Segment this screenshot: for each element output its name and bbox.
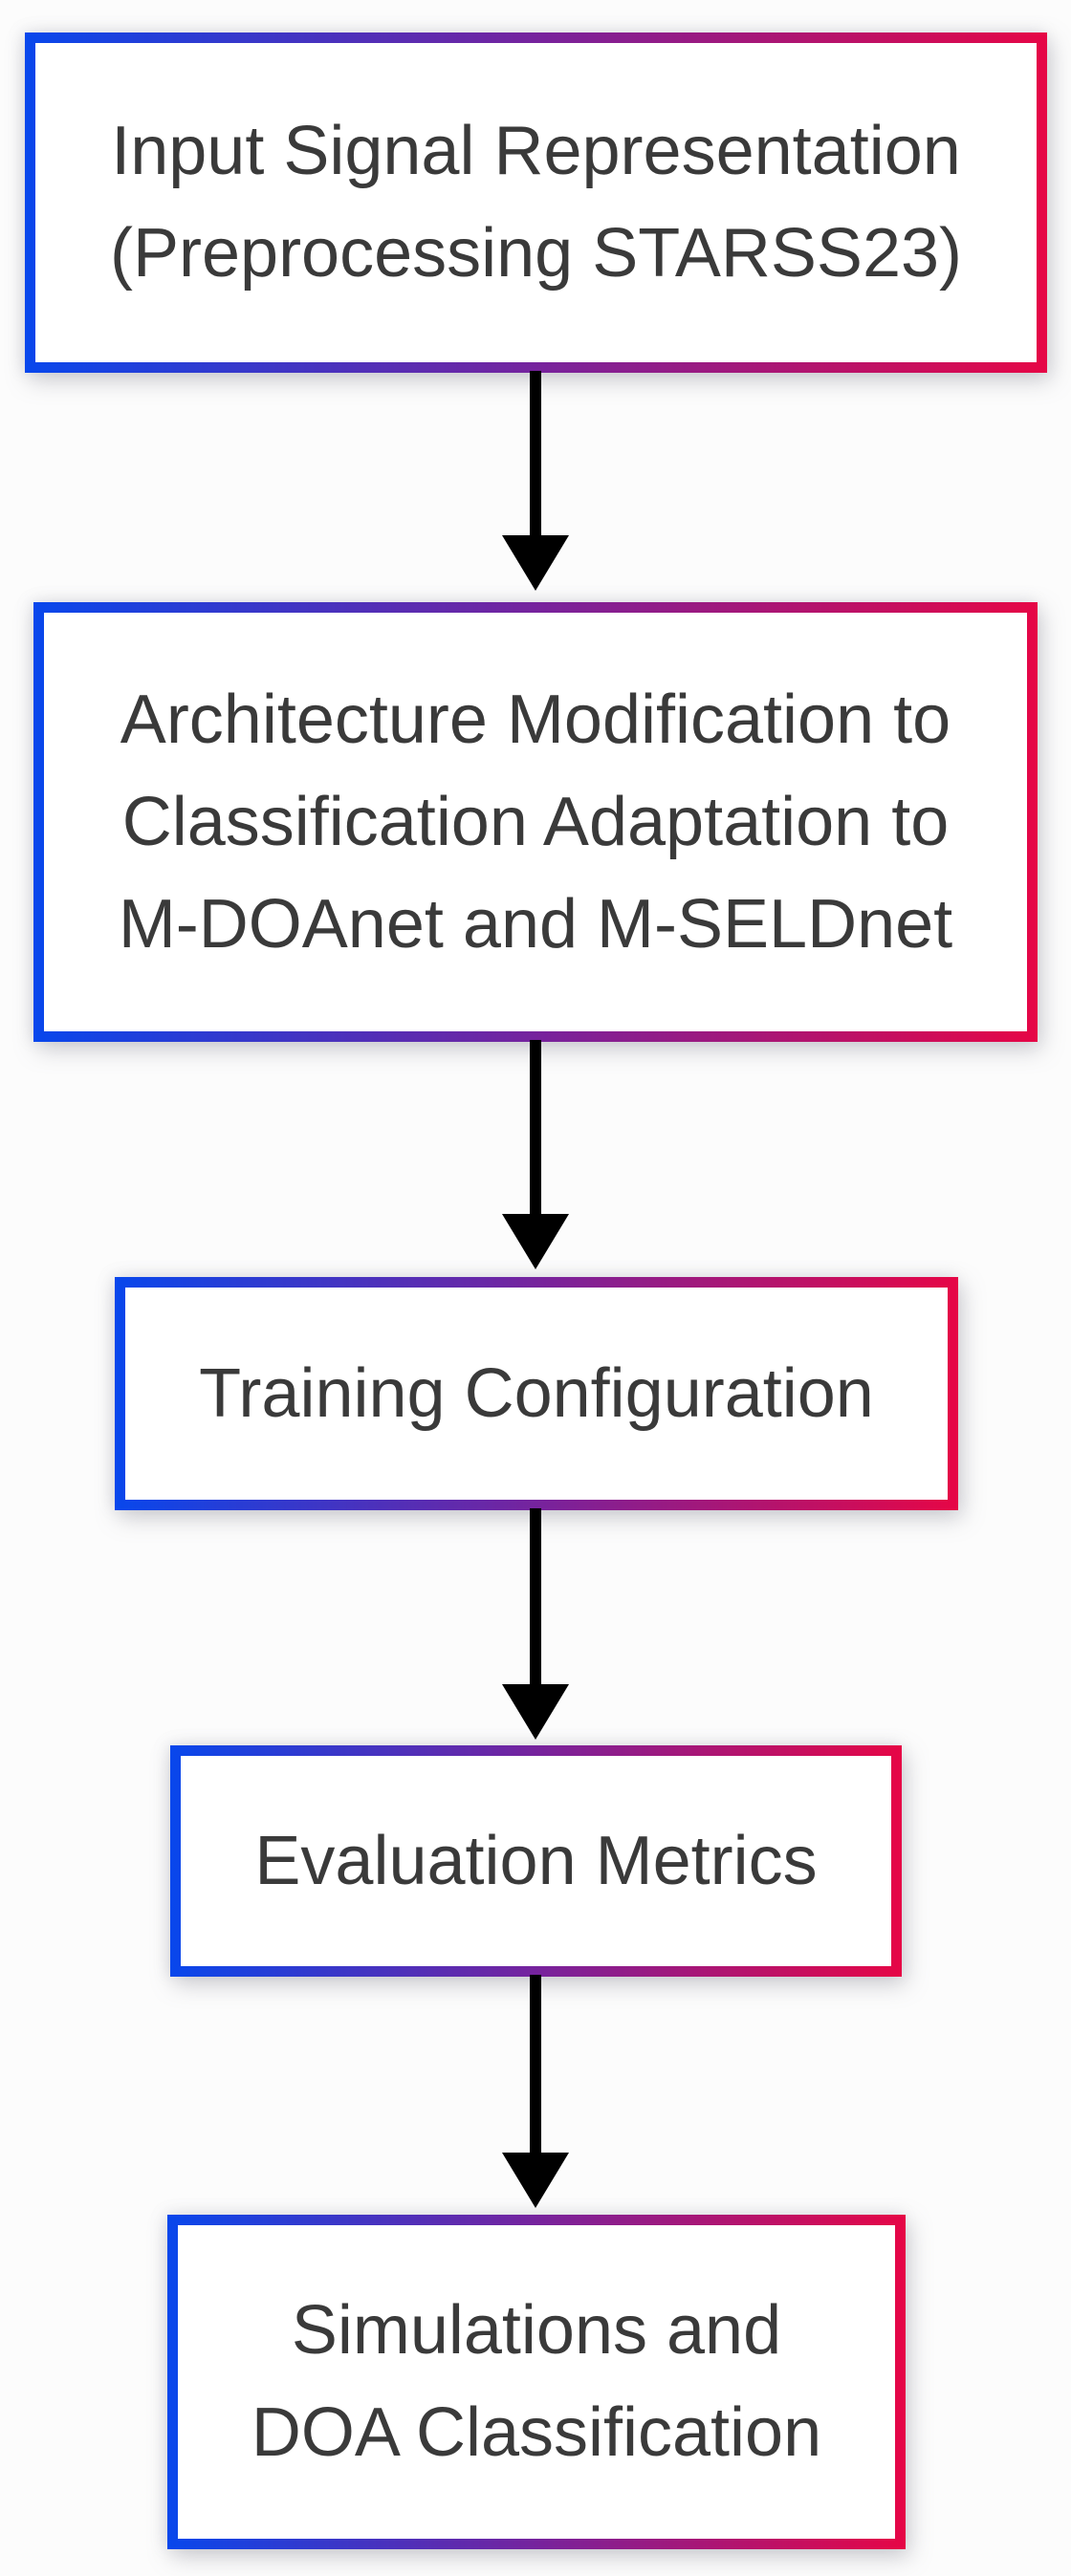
flow-step-label-line: M-DOAnet and M-SELDnet [118,885,953,963]
flow-connector-1 [502,371,569,591]
flow-step-label-line: Input Signal Representation [111,113,961,189]
flow-connector-2 [502,1040,569,1269]
flow-step-body: Architecture Modification to Classificat… [44,613,1027,1031]
flow-step-label-line: Evaluation Metrics [254,1822,818,1899]
flow-step-body: Input Signal Representation (Preprocessi… [35,43,1037,362]
flow-step-label-line: Architecture Modification to [120,681,951,758]
arrow-shaft [530,1975,541,2153]
flow-step-body: Training Configuration [125,1288,948,1500]
arrow-down-icon [502,535,569,591]
flow-connector-4 [502,1975,569,2208]
flow-step-body: Simulations and DOA Classification [178,2225,895,2539]
arrow-shaft [530,371,541,535]
flow-step-label-line: Simulations and [291,2292,782,2369]
flow-step-label-line: Classification Adaptation to [121,783,950,860]
flow-step-architecture-modification: Architecture Modification to Classificat… [33,602,1038,1042]
arrow-shaft [530,1508,541,1684]
arrow-shaft [530,1040,541,1214]
flow-step-input-signal-representation: Input Signal Representation (Preprocessi… [25,32,1047,373]
flow-step-label-line: Training Configuration [199,1354,874,1432]
flow-connector-3 [502,1508,569,1740]
flow-step-label-line: (Preprocessing STARSS23) [110,215,962,292]
flow-step-label-line: DOA Classification [251,2394,822,2471]
arrow-down-icon [502,2153,569,2208]
flow-step-simulations-doa-classification: Simulations and DOA Classification [167,2215,906,2549]
arrow-down-icon [502,1684,569,1740]
flow-step-training-configuration: Training Configuration [115,1277,958,1510]
arrow-down-icon [502,1214,569,1269]
flow-step-body: Evaluation Metrics [181,1756,891,1966]
flow-step-evaluation-metrics: Evaluation Metrics [170,1745,902,1977]
